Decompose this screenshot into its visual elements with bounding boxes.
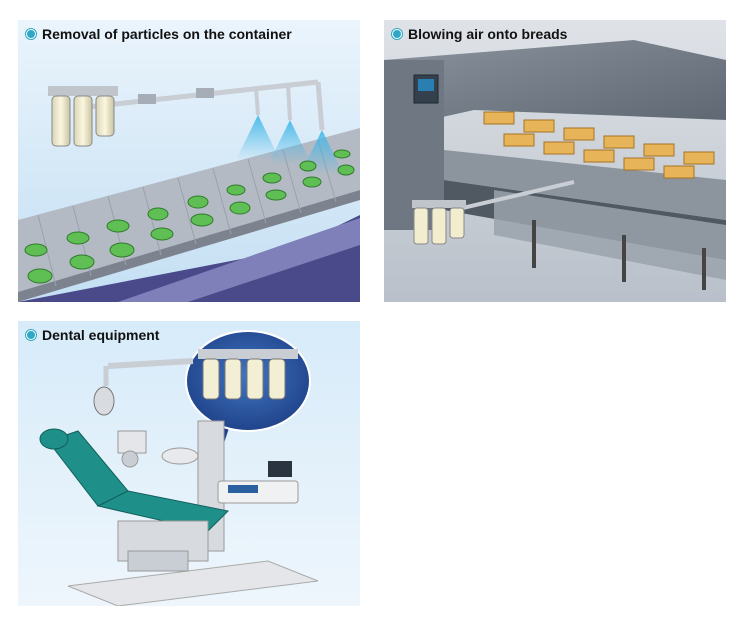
panel-caption: Removal of particles on the container — [26, 26, 292, 42]
panel-bread-blowing: Blowing air onto breads — [384, 20, 726, 302]
bullet-icon — [26, 330, 36, 340]
green-containers — [24, 149, 355, 284]
caption-text: Dental equipment — [42, 327, 160, 343]
dental-equipment-illustration — [18, 321, 360, 606]
filter-zoom-bubble — [185, 330, 311, 461]
panel-caption: Blowing air onto breads — [392, 26, 567, 42]
panel-container-cleaning: Removal of particles on the container — [18, 20, 360, 302]
air-filter-unit — [412, 200, 466, 245]
panel-caption: Dental equipment — [26, 327, 159, 343]
bread-blowing-illustration — [384, 20, 726, 302]
bread-loaves — [483, 111, 715, 179]
caption-text: Blowing air onto breads — [408, 26, 568, 42]
panel-dental-equipment: Dental equipment — [18, 321, 360, 606]
bullet-icon — [392, 29, 402, 39]
caption-text: Removal of particles on the container — [42, 26, 292, 42]
bullet-icon — [26, 29, 36, 39]
air-filter-unit — [48, 86, 118, 147]
container-cleaning-illustration — [18, 20, 360, 302]
